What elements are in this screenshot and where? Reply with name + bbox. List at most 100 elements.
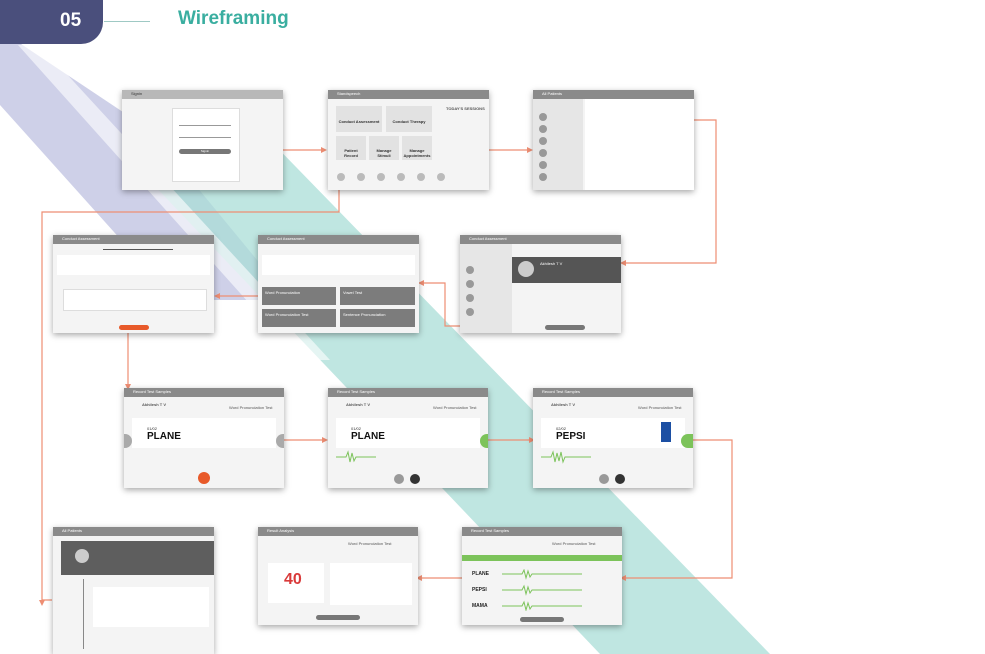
- rerecord-button[interactable]: [410, 474, 420, 484]
- connector-dashboard-assessment-a: [41, 190, 340, 601]
- patient-header: [262, 255, 415, 275]
- screen-title: Standspeech: [337, 91, 361, 96]
- app-bar: [533, 388, 693, 397]
- arrowhead: [527, 147, 533, 153]
- play-button[interactable]: [599, 474, 609, 484]
- connector-record3-record4: [622, 439, 733, 579]
- test-card-label: Vowel Test: [343, 290, 363, 295]
- app-bar: [533, 90, 694, 99]
- patient-name: Akhilesh T V: [540, 261, 563, 266]
- section-badge: 05: [0, 0, 103, 44]
- test-name: Word Pronunciation Test: [348, 541, 392, 546]
- continue-button[interactable]: [119, 325, 149, 330]
- patient-name: Akhilesh T V: [346, 402, 371, 407]
- password-field[interactable]: [179, 137, 231, 138]
- login-card: Signin: [172, 108, 240, 182]
- section-number: 05: [60, 10, 82, 31]
- play-button[interactable]: [394, 474, 404, 484]
- next-arrow[interactable]: [276, 434, 284, 448]
- word-counter: 01/02: [351, 426, 362, 431]
- test-card[interactable]: Word Pronunciation: [262, 287, 336, 305]
- screen-title: Record Test Samples: [542, 389, 580, 394]
- username-field[interactable]: [179, 125, 231, 126]
- tile-manage-stimuli[interactable]: Manage Stimuli: [369, 136, 399, 160]
- tile-conduct-therapy[interactable]: Conduct Therapy: [386, 106, 432, 132]
- stimulus-word: PLANE: [351, 431, 385, 442]
- stimulus-word: PEPSI: [556, 431, 586, 442]
- header-divider: [104, 21, 150, 22]
- record-button[interactable]: [198, 472, 210, 484]
- arrowhead: [529, 437, 535, 443]
- submit-tab[interactable]: [681, 434, 693, 448]
- prev-arrow[interactable]: [124, 434, 132, 448]
- screen-title: Record Test Samples: [133, 389, 171, 394]
- screen-title: All Patients: [62, 528, 83, 533]
- arrowhead: [416, 575, 422, 581]
- waveform: [541, 450, 591, 464]
- word-row-label: PEPSI: [472, 587, 487, 593]
- test-card-label: Sentence Pronunciation: [343, 312, 386, 317]
- tile-label: Manage Stimuli: [376, 148, 392, 158]
- test-name: Word Pronunciation Test: [433, 405, 477, 410]
- patient-list-items: [539, 113, 547, 181]
- patient-detail-panel: [585, 99, 694, 190]
- word-row-label: MAMA: [472, 603, 488, 609]
- arrowhead: [620, 260, 626, 266]
- wireframe-dashboard: Standspeech Conduct Assessment Conduct T…: [328, 90, 489, 190]
- patient-name: Akhilesh T V: [142, 402, 167, 407]
- test-name: Word Pronunciation Test: [552, 541, 596, 546]
- next-arrow[interactable]: [480, 434, 488, 448]
- timeline: [83, 579, 84, 649]
- test-name: Word Pronunciation Test: [229, 405, 273, 410]
- sessions-heading: TODAY'S SESSIONS: [446, 106, 485, 111]
- rerecord-button[interactable]: [615, 474, 625, 484]
- stepper-bar: [103, 249, 173, 250]
- app-bar: [328, 90, 489, 99]
- test-card[interactable]: Word Pronunciation Test: [262, 309, 336, 327]
- app-bar: [124, 388, 284, 397]
- score-value: 40: [284, 571, 302, 588]
- connector-assessment-c-b: [420, 282, 470, 327]
- arrowhead: [214, 293, 220, 299]
- done-button[interactable]: [316, 615, 360, 620]
- signin-button[interactable]: Signin: [179, 149, 231, 154]
- test-name: Word Pronunciation Test: [638, 405, 682, 410]
- app-bar: [258, 235, 419, 244]
- tile-label: Conduct Therapy: [392, 119, 426, 124]
- tile-conduct-assessment[interactable]: Conduct Assessment: [336, 106, 382, 132]
- patient-avatars-row: [336, 170, 486, 182]
- word-counter: 02/02: [556, 426, 567, 431]
- app-bar: [462, 527, 622, 536]
- avatar: [518, 261, 534, 277]
- screen-title: All Patients: [542, 91, 563, 96]
- patient-name: Akhilesh T V: [551, 402, 576, 407]
- patient-list: [533, 99, 583, 190]
- start-assessment-button[interactable]: [545, 325, 585, 330]
- patient-header: [57, 255, 210, 275]
- profile-banner: [61, 541, 214, 575]
- arrowhead: [322, 437, 328, 443]
- tile-patient-record[interactable]: Patient Record: [336, 136, 366, 160]
- screen-title: Record Test Samples: [337, 389, 375, 394]
- notes-box: [63, 289, 207, 311]
- app-bar: [53, 527, 214, 536]
- screen-title: Result Analysis: [267, 528, 295, 533]
- word-counter: 01/02: [147, 426, 158, 431]
- app-bar: [328, 388, 488, 397]
- word-card: 01/02 PLANE: [132, 418, 276, 448]
- patient-list: [460, 244, 512, 333]
- wireframe-all-patients: All Patients: [53, 527, 214, 654]
- test-card-label: Word Pronunciation Test: [265, 312, 309, 317]
- app-bar: [122, 90, 283, 99]
- tile-manage-appointments[interactable]: Manage Appointments: [402, 136, 432, 160]
- word-card: 01/02 PLANE: [336, 418, 480, 448]
- wireframe-patients: All Patients: [533, 90, 694, 190]
- wireframe-record2: Record Test Samples Akhilesh T V Word Pr…: [328, 388, 488, 488]
- stimulus-word: PLANE: [147, 431, 181, 442]
- test-card[interactable]: Sentence Pronunciation: [340, 309, 415, 327]
- wireframe-login: Signin Signin: [122, 90, 283, 190]
- test-card[interactable]: Vowel Test: [340, 287, 415, 305]
- word-row-label: PLANE: [472, 571, 489, 577]
- tile-label: Patient Record: [344, 148, 358, 158]
- submit-button[interactable]: [520, 617, 564, 622]
